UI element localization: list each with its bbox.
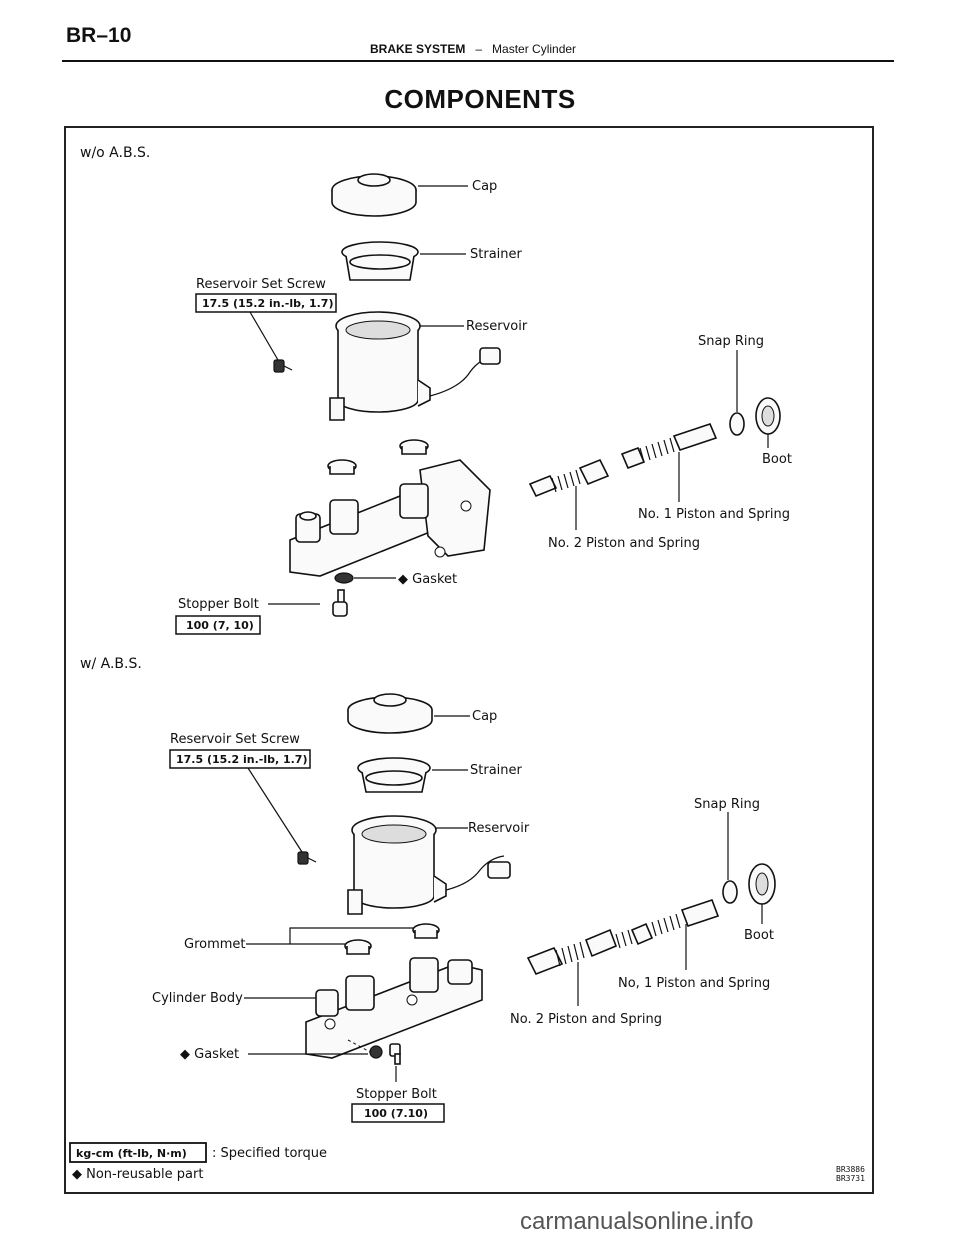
page-number: BR–10 bbox=[66, 24, 132, 47]
label-snap-ring-bottom: Snap Ring bbox=[694, 797, 760, 812]
torque-box-set-screw-bottom bbox=[169, 749, 311, 769]
label-cap-bottom: Cap bbox=[472, 709, 497, 724]
set-screw-drawing-bottom bbox=[297, 851, 317, 865]
snap-ring-drawing-top bbox=[729, 412, 745, 436]
cap-drawing-top bbox=[331, 173, 417, 217]
label-strainer-bottom: Strainer bbox=[470, 763, 523, 778]
label-reservoir-bottom: Reservoir bbox=[468, 821, 530, 836]
torque-stopper-top: 100 (7, 10) bbox=[186, 619, 254, 632]
figure-ref-1: BR3886 bbox=[836, 1165, 865, 1174]
torque-box-set-screw-top bbox=[195, 293, 337, 313]
torque-set-screw-bottom: 17.5 (15.2 in.-lb, 1.7) bbox=[176, 753, 307, 766]
strainer-drawing-bottom bbox=[357, 757, 431, 793]
cylinder-body-drawing-bottom bbox=[305, 957, 483, 1059]
label-stopper-bolt-bottom: Stopper Bolt bbox=[356, 1087, 437, 1102]
running-header: BRAKE SYSTEM–Master Cylinder bbox=[370, 42, 576, 56]
legend-torque-desc: : Specified torque bbox=[212, 1146, 327, 1161]
torque-set-screw-top: 17.5 (15.2 in.-lb, 1.7) bbox=[202, 297, 333, 310]
set-screw-drawing-top bbox=[273, 359, 293, 373]
stopper-bolt-drawing-bottom bbox=[389, 1043, 401, 1065]
snap-ring-drawing-bottom bbox=[722, 880, 738, 904]
variant-label-bottom: w/ A.B.S. bbox=[80, 656, 142, 672]
no2-piston-drawing-top bbox=[528, 458, 610, 498]
label-reservoir-set-screw-bottom: Reservoir Set Screw bbox=[170, 732, 300, 747]
label-gasket-bottom: ◆ Gasket bbox=[180, 1047, 239, 1062]
boot-drawing-top bbox=[755, 397, 781, 435]
cylinder-body-drawing-top bbox=[289, 459, 491, 577]
label-cap-top: Cap bbox=[472, 179, 497, 194]
gasket-drawing-top bbox=[334, 572, 354, 584]
label-reservoir-top: Reservoir bbox=[466, 319, 528, 334]
variant-label-top: w/o A.B.S. bbox=[80, 145, 150, 161]
torque-box-stopper-top bbox=[175, 615, 261, 635]
gasket-drawing-bottom bbox=[369, 1045, 383, 1059]
legend-torque-box bbox=[69, 1142, 207, 1163]
no1-piston-drawing-top bbox=[620, 423, 718, 470]
legend-non-reusable: ◆ Non-reusable part bbox=[72, 1167, 203, 1182]
cap-drawing-bottom bbox=[347, 693, 433, 734]
legend-torque-unit: kg-cm (ft-lb, N·m) bbox=[76, 1147, 187, 1160]
label-gasket-top: ◆ Gasket bbox=[398, 572, 457, 587]
label-stopper-bolt-top: Stopper Bolt bbox=[178, 597, 259, 612]
page-title: COMPONENTS bbox=[384, 84, 576, 114]
grommets-drawing-bottom bbox=[344, 923, 440, 955]
stopper-bolt-drawing-top bbox=[332, 589, 348, 617]
torque-stopper-bottom: 100 (7.10) bbox=[364, 1107, 428, 1120]
label-cylinder-body-bottom: Cylinder Body bbox=[152, 991, 243, 1006]
strainer-drawing-top bbox=[341, 241, 419, 281]
label-strainer-top: Strainer bbox=[470, 247, 523, 262]
figure-frame bbox=[64, 126, 874, 1194]
grommets-drawing-top bbox=[327, 439, 429, 475]
label-no1-piston-top: No. 1 Piston and Spring bbox=[638, 507, 790, 522]
header-separator: – bbox=[475, 42, 483, 56]
label-no1-piston-bottom: No, 1 Piston and Spring bbox=[618, 976, 770, 991]
label-snap-ring-top: Snap Ring bbox=[698, 334, 764, 349]
reservoir-drawing-top bbox=[329, 311, 501, 421]
no1-piston-drawing-bottom bbox=[615, 898, 720, 949]
reservoir-drawing-bottom bbox=[347, 815, 511, 915]
label-boot-top: Boot bbox=[762, 452, 792, 467]
subsection-name: Master Cylinder bbox=[492, 42, 577, 56]
torque-box-stopper-bottom bbox=[351, 1103, 445, 1123]
section-name: BRAKE SYSTEM bbox=[370, 42, 466, 56]
watermark: carmanualsonline.info bbox=[520, 1208, 754, 1235]
boot-drawing-bottom bbox=[748, 863, 776, 905]
label-grommet-bottom: Grommet bbox=[184, 937, 246, 952]
label-no2-piston-bottom: No. 2 Piston and Spring bbox=[510, 1012, 662, 1027]
header-rule bbox=[62, 60, 894, 62]
figure-ref-2: BR3731 bbox=[836, 1174, 865, 1183]
label-no2-piston-top: No. 2 Piston and Spring bbox=[548, 536, 700, 551]
no2-piston-drawing-bottom bbox=[526, 928, 618, 976]
label-reservoir-set-screw-top: Reservoir Set Screw bbox=[196, 277, 326, 292]
label-boot-bottom: Boot bbox=[744, 928, 774, 943]
